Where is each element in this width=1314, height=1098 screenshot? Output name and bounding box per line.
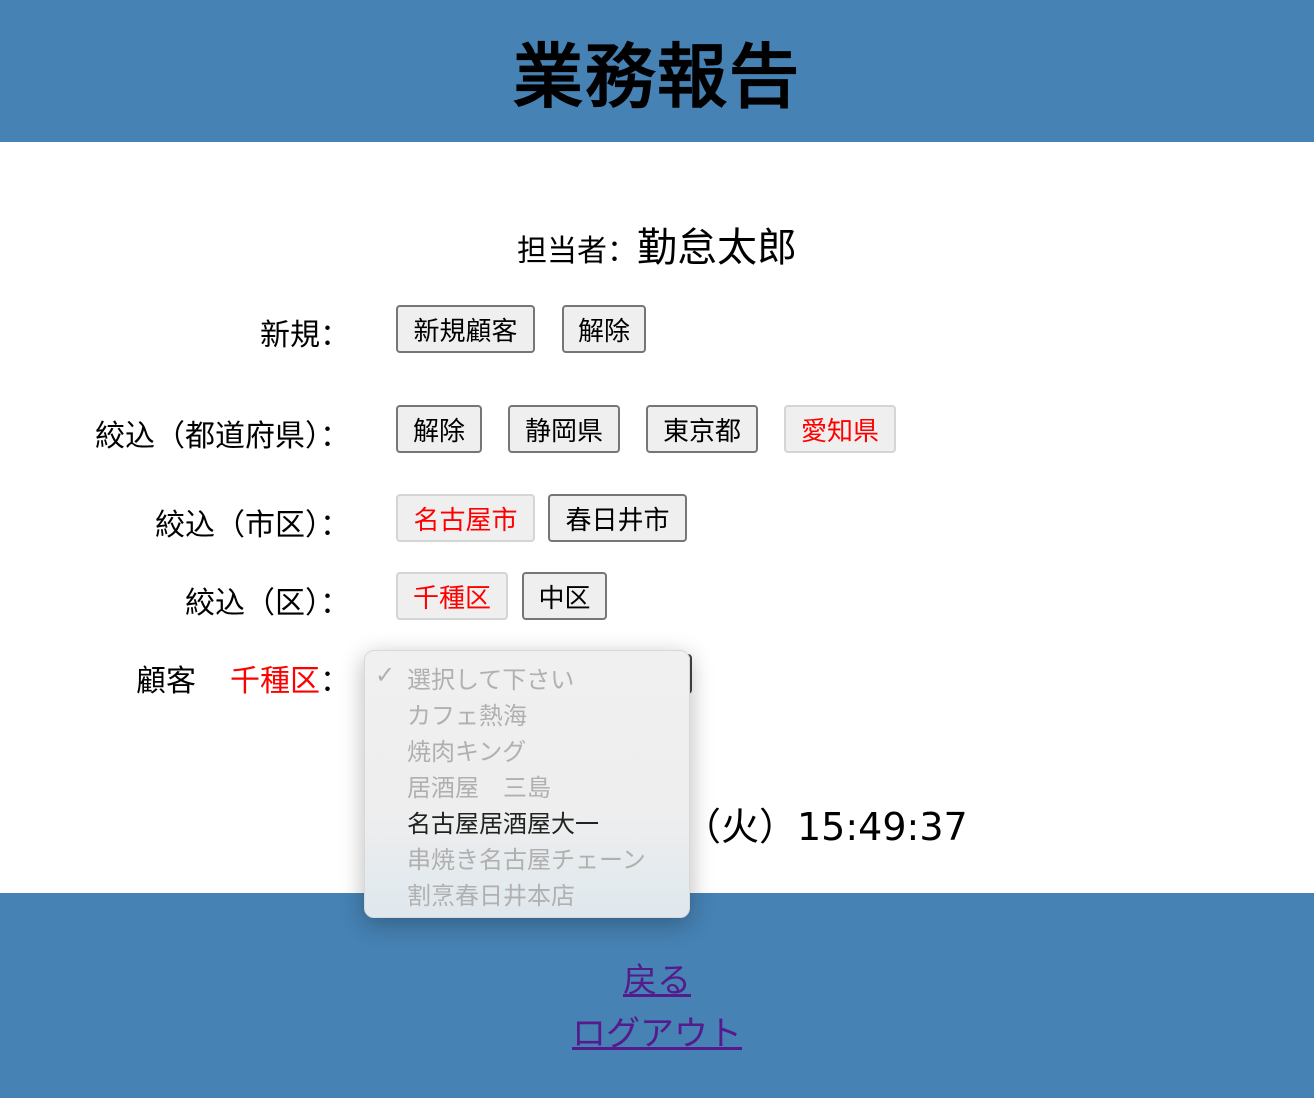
option-cafe-atami: カフェ熱海: [407, 702, 527, 730]
city-nagoya-button[interactable]: 名古屋市: [396, 494, 535, 542]
city-filter-label: 絞込（市区）：: [155, 508, 350, 543]
customer-ward-text: 千種区: [230, 664, 320, 699]
ward-chikusa-button[interactable]: 千種区: [396, 572, 508, 620]
customer-select-dropdown[interactable]: ✓ 選択して下さい カフェ熱海 焼肉キング 居酒屋 三島 名古屋居酒屋大一 串焼…: [364, 650, 690, 918]
new-label: 新規：: [260, 318, 350, 353]
option-nagoya-izakaya-daiichi[interactable]: 名古屋居酒屋大一: [407, 810, 599, 838]
option-placeholder: 選択して下さい: [407, 666, 575, 694]
prefecture-aichi-button[interactable]: 愛知県: [784, 405, 896, 453]
customer-colon: ：: [320, 664, 350, 699]
new-customer-button[interactable]: 新規顧客: [396, 305, 535, 353]
page-header: 業務報告: [0, 0, 1314, 142]
option-yakiniku-king: 焼肉キング: [407, 738, 527, 766]
staff-info: 担当者：勤怠太郎: [0, 215, 1314, 273]
staff-label: 担当者：: [517, 234, 637, 269]
ward-naka-button[interactable]: 中区: [522, 572, 607, 620]
new-clear-button[interactable]: 解除: [562, 305, 646, 353]
staff-name: 勤怠太郎: [637, 225, 797, 271]
prefecture-tokyo-button[interactable]: 東京都: [646, 405, 758, 453]
option-izakaya-mishima: 居酒屋 三島: [407, 774, 551, 802]
prefecture-shizuoka-button[interactable]: 静岡県: [508, 405, 620, 453]
checkmark-icon: ✓: [375, 661, 396, 689]
option-kushiyaki-nagoya-chain: 串焼き名古屋チェーン: [407, 846, 646, 874]
prefecture-filter-label: 絞込（都道府県）：: [95, 419, 350, 454]
ward-filter-label: 絞込（区）：: [185, 586, 350, 621]
customer-label: 顧客千種区：: [136, 656, 350, 700]
datetime-display: （火）15:49:37: [683, 805, 968, 849]
prefecture-clear-button[interactable]: 解除: [396, 405, 482, 453]
page-title: 業務報告: [513, 35, 801, 118]
back-link[interactable]: 戻る: [623, 961, 691, 1001]
logout-link[interactable]: ログアウト: [572, 1014, 742, 1054]
option-kappo-kasugai-honten: 割烹春日井本店: [407, 882, 575, 910]
city-kasugai-button[interactable]: 春日井市: [548, 494, 687, 542]
customer-label-text: 顧客: [136, 664, 196, 699]
page-footer: 戻る ログアウト: [0, 893, 1314, 1098]
